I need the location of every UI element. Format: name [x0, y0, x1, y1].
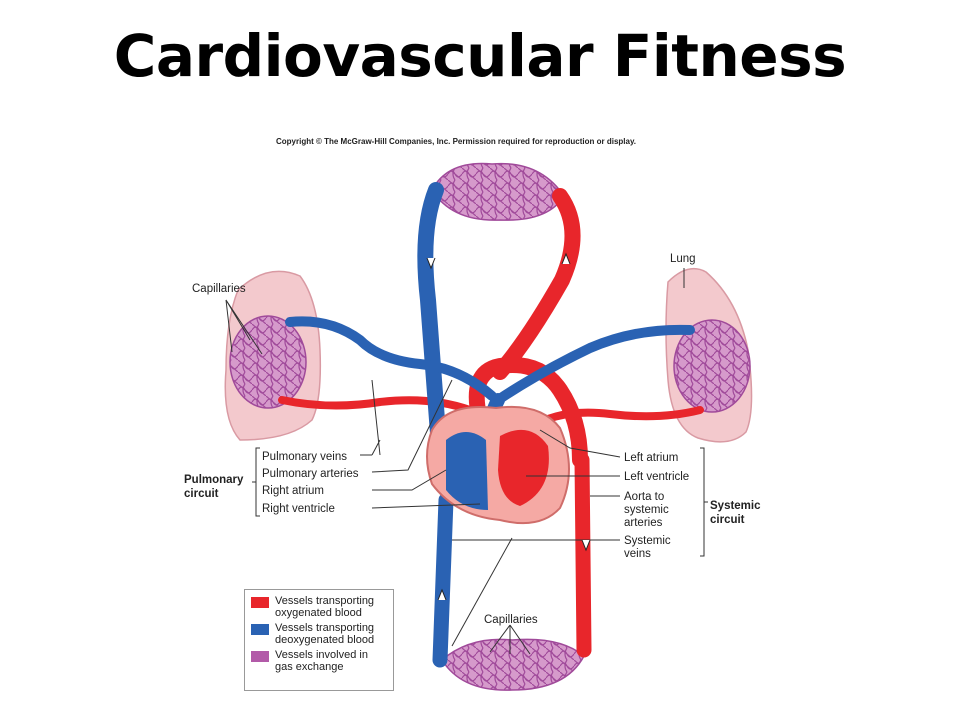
label-systemic-circuit-line1: Systemic	[710, 500, 761, 512]
label-pulmonary-circuit-line2: circuit	[184, 488, 219, 500]
legend-item-exchange: Vessels involved in gas exchange	[251, 649, 387, 673]
superior-vena-cava	[417, 182, 448, 468]
label-pulmonary-arteries: Pulmonary arteries	[262, 468, 359, 480]
copyright-notice: Copyright © The McGraw-Hill Companies, I…	[276, 137, 637, 146]
legend-text-exchange: Vessels involved in gas exchange	[275, 649, 368, 673]
legend-swatch-exchange	[251, 651, 269, 662]
legend-text-oxygenated: Vessels transporting oxygenated blood	[275, 595, 375, 619]
label-capillaries-body: Capillaries	[484, 614, 538, 626]
label-systemic-veins-line2: veins	[624, 548, 651, 560]
right-heart-chambers	[446, 432, 488, 510]
legend: Vessels transporting oxygenated blood Ve…	[244, 589, 394, 691]
label-aorta-line2: systemic	[624, 504, 669, 516]
inferior-vena-cava	[432, 492, 454, 668]
left-pulmonary-artery	[285, 316, 497, 401]
legend-swatch-deoxygenated	[251, 624, 269, 635]
legend-text-deoxygenated: Vessels transporting deoxygenated blood	[275, 622, 375, 646]
label-left-ventricle: Left ventricle	[624, 471, 689, 483]
legend-swatch-oxygenated	[251, 597, 269, 608]
legend-item-deoxygenated: Vessels transporting deoxygenated blood	[251, 622, 387, 646]
label-pulmonary-circuit-line1: Pulmonary	[184, 474, 244, 486]
label-capillaries-lung: Capillaries	[192, 283, 246, 295]
upper-artery	[492, 188, 581, 380]
label-aorta-line3: arteries	[624, 517, 663, 529]
label-right-ventricle: Right ventricle	[262, 503, 335, 515]
right-pulmonary-artery	[493, 324, 695, 405]
label-pulmonary-veins: Pulmonary veins	[262, 451, 347, 463]
descending-aorta	[574, 452, 592, 658]
label-aorta-line1: Aorta to	[624, 491, 664, 503]
label-systemic-circuit-line2: circuit	[710, 514, 745, 526]
label-systemic-veins-line1: Systemic	[624, 535, 671, 547]
legend-item-oxygenated: Vessels transporting oxygenated blood	[251, 595, 387, 619]
label-left-atrium: Left atrium	[624, 452, 678, 464]
label-lung: Lung	[670, 253, 696, 265]
page-title: Cardiovascular Fitness	[113, 22, 847, 90]
left-heart-chambers	[498, 429, 549, 506]
label-right-atrium: Right atrium	[262, 485, 324, 497]
